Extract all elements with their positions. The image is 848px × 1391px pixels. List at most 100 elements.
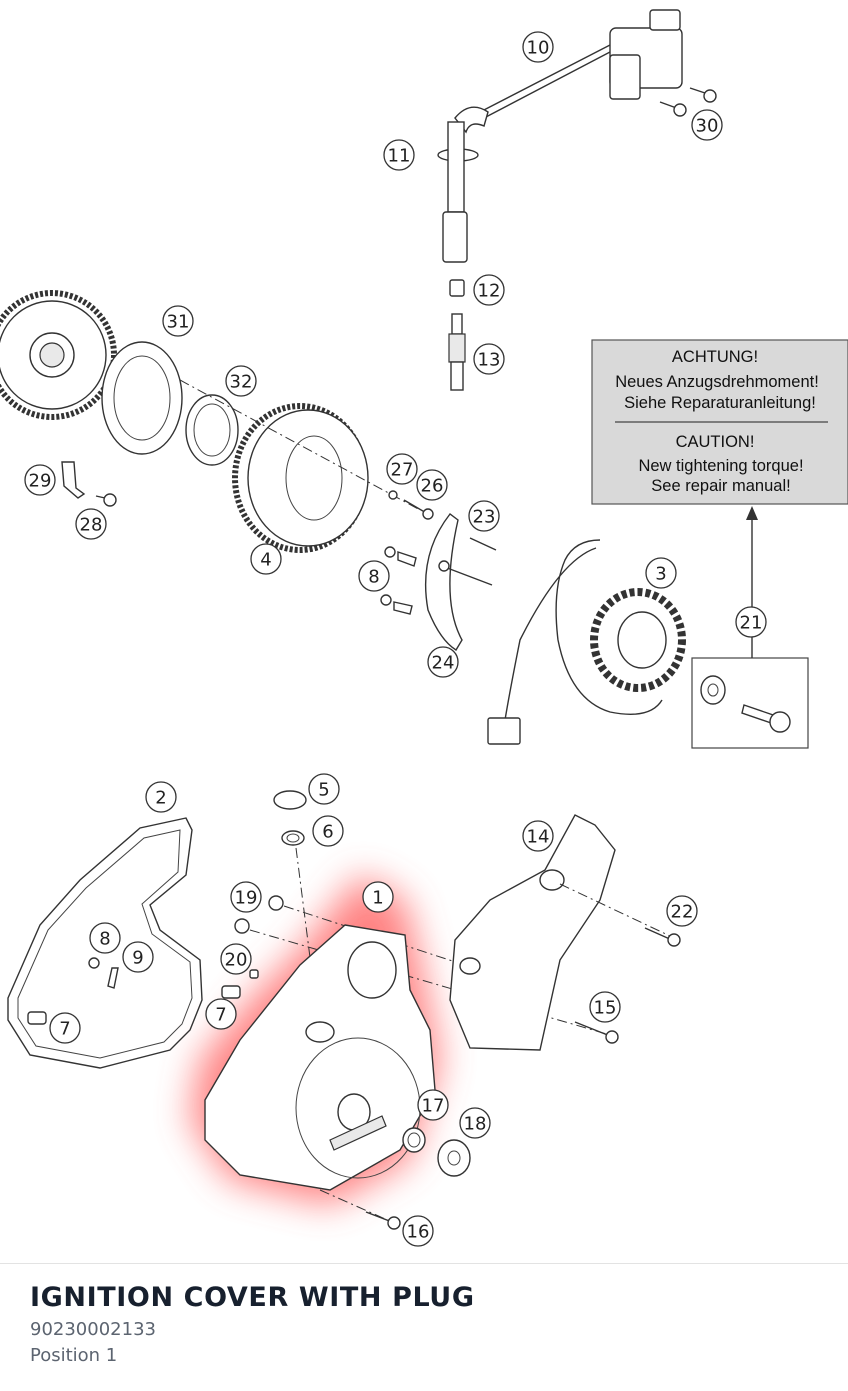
- callout-label: 19: [235, 888, 258, 909]
- callout-label: 23: [473, 507, 496, 528]
- bolt-16[interactable]: [365, 1211, 401, 1230]
- ignition-cover[interactable]: [204, 924, 436, 1191]
- callout-label: 18: [464, 1114, 487, 1135]
- pin-20[interactable]: [249, 969, 259, 979]
- callout-13[interactable]: 13: [473, 343, 505, 375]
- callout-27[interactable]: 27: [386, 453, 418, 485]
- callout-circle: [383, 139, 415, 171]
- nut-19[interactable]: [234, 895, 284, 934]
- callout-32[interactable]: 32: [225, 365, 257, 397]
- callout-circle: [427, 646, 459, 678]
- callout-label: 13: [478, 350, 501, 371]
- callout-14[interactable]: 14: [522, 820, 554, 852]
- washer-27[interactable]: [388, 490, 398, 500]
- sprocket-cover-14[interactable]: [449, 814, 616, 1051]
- bearing-ring[interactable]: [185, 394, 239, 466]
- callout-label: 3: [655, 564, 666, 585]
- callout-29[interactable]: 29: [24, 464, 56, 496]
- part-info-footer: IGNITION COVER WITH PLUG 90230002133 Pos…: [0, 1263, 848, 1391]
- callout-19[interactable]: 19: [230, 881, 262, 913]
- callout-label: 2: [155, 788, 166, 809]
- freewheel-disc[interactable]: [101, 341, 183, 455]
- callout-20[interactable]: 20: [220, 943, 252, 975]
- callout-28[interactable]: 28: [75, 508, 107, 540]
- callout-label: 7: [215, 1005, 226, 1026]
- callout-label: 32: [230, 372, 253, 393]
- callout-6[interactable]: 6: [312, 815, 344, 847]
- bolt-23[interactable]: [438, 537, 497, 586]
- callout-7[interactable]: 7: [205, 998, 237, 1030]
- callout-label: 21: [740, 613, 763, 634]
- caution-german-title: ACHTUNG!: [672, 348, 758, 366]
- callout-circle: [362, 881, 394, 913]
- plug-5[interactable]: [273, 790, 307, 810]
- callout-label: 27: [391, 460, 414, 481]
- spark-plug-connector[interactable]: [437, 106, 489, 263]
- caution-german-line1: Neues Anzugsdrehmoment!: [615, 373, 819, 391]
- callout-22[interactable]: 22: [666, 895, 698, 927]
- callout-8[interactable]: 8: [89, 922, 121, 954]
- callout-9[interactable]: 9: [122, 941, 154, 973]
- callout-label: 11: [388, 146, 411, 167]
- flywheel-rotor[interactable]: [232, 403, 369, 553]
- callout-5[interactable]: 5: [308, 773, 340, 805]
- callout-12[interactable]: 12: [473, 274, 505, 306]
- callout-8[interactable]: 8: [358, 560, 390, 592]
- screw-28[interactable]: [95, 493, 117, 507]
- plug-18[interactable]: [437, 1139, 471, 1177]
- part-position: Position 1: [30, 1345, 118, 1366]
- callout-30[interactable]: 30: [691, 109, 723, 141]
- ignition-coil[interactable]: [479, 9, 683, 119]
- callout-label: 30: [696, 116, 719, 137]
- clip-9[interactable]: [107, 967, 119, 989]
- callout-24[interactable]: 24: [427, 646, 459, 678]
- callout-31[interactable]: 31: [162, 305, 194, 337]
- callout-circle: [230, 881, 262, 913]
- callout-26[interactable]: 26: [416, 469, 448, 501]
- callout-18[interactable]: 18: [459, 1107, 491, 1139]
- callout-2[interactable]: 2: [145, 781, 177, 813]
- part-title: IGNITION COVER WITH PLUG: [30, 1282, 475, 1313]
- callout-15[interactable]: 15: [589, 991, 621, 1023]
- dowel-7-left[interactable]: [27, 1011, 47, 1025]
- callout-11[interactable]: 11: [383, 139, 415, 171]
- gasket[interactable]: [7, 817, 203, 1069]
- o-ring-6[interactable]: [281, 830, 305, 846]
- o-ring-17[interactable]: [402, 1127, 426, 1153]
- coil-screws[interactable]: [659, 87, 717, 117]
- caution-german-line2: Siehe Reparaturanleitung!: [624, 394, 816, 412]
- bolt-26[interactable]: [403, 499, 434, 520]
- callout-4[interactable]: 4: [250, 543, 282, 575]
- callout-17[interactable]: 17: [417, 1089, 449, 1121]
- screw-8-bottom[interactable]: [88, 957, 100, 969]
- callout-circle: [122, 941, 154, 973]
- callout-label: 22: [671, 902, 694, 923]
- bracket-29[interactable]: [61, 461, 86, 499]
- callout-10[interactable]: 10: [522, 31, 554, 63]
- callout-3[interactable]: 3: [645, 557, 677, 589]
- callout-circle: [89, 922, 121, 954]
- callout-circle: [49, 1012, 81, 1044]
- callout-label: 1: [372, 888, 383, 909]
- detail-box-21[interactable]: [691, 636, 809, 749]
- callout-label: 16: [407, 1222, 430, 1243]
- starter-gear[interactable]: [0, 290, 117, 420]
- callout-1[interactable]: 1: [362, 881, 394, 913]
- spark-plug[interactable]: [448, 313, 466, 391]
- callout-7[interactable]: 7: [49, 1012, 81, 1044]
- bolt-15[interactable]: [574, 1021, 619, 1044]
- pickup-rail[interactable]: [424, 513, 463, 651]
- callout-label: 20: [225, 950, 248, 971]
- screws-8-mid[interactable]: [380, 546, 417, 615]
- callout-16[interactable]: 16: [402, 1215, 434, 1247]
- callout-circle: [205, 998, 237, 1030]
- callout-21[interactable]: 21: [735, 606, 767, 638]
- callout-circle: [75, 508, 107, 540]
- callout-23[interactable]: 23: [468, 500, 500, 532]
- stator[interactable]: [487, 539, 686, 745]
- dowel-7-right[interactable]: [221, 985, 241, 999]
- callout-circle: [735, 606, 767, 638]
- bolt-22[interactable]: [644, 927, 681, 947]
- spark-plug-washer[interactable]: [449, 279, 465, 297]
- callout-circle: [358, 560, 390, 592]
